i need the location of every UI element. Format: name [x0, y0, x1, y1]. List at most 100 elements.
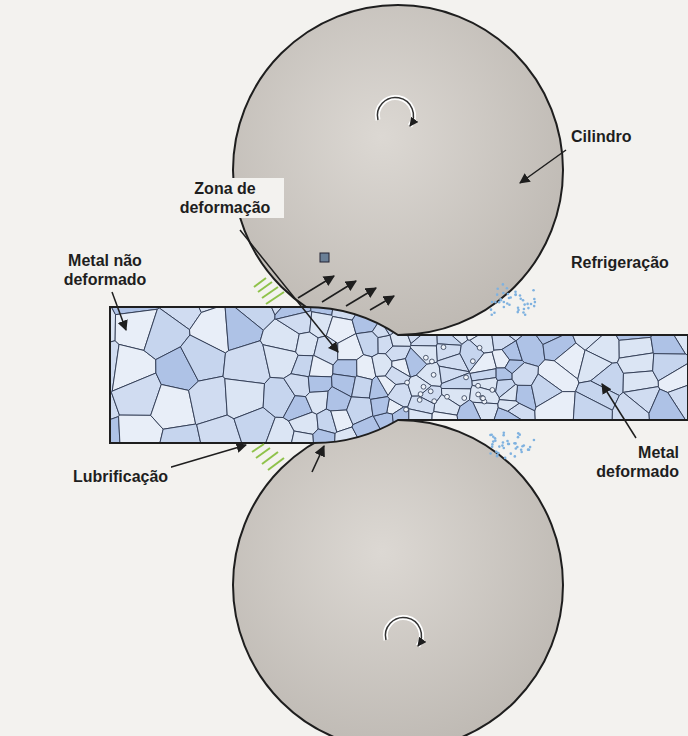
dislocation [428, 389, 433, 394]
grain [288, 431, 315, 460]
grain [276, 311, 312, 334]
dislocation [445, 394, 450, 399]
grain [651, 312, 686, 354]
grain [289, 412, 319, 434]
zone-label: Zona de deformação [166, 178, 284, 218]
spray-drop [518, 433, 521, 436]
spray-drop [519, 294, 522, 297]
spray-drop [490, 308, 493, 311]
spray-drop [514, 293, 517, 296]
grain [356, 332, 378, 357]
region-label: Metal deformado [580, 442, 682, 482]
grain [90, 290, 110, 313]
rotation-arrow [385, 617, 421, 646]
spray-drop [517, 306, 520, 309]
marker-square [320, 253, 329, 262]
grain [488, 290, 507, 333]
spray-drop [502, 431, 505, 434]
spray-drop [504, 457, 507, 460]
dislocation [417, 398, 422, 403]
spray-drop [489, 434, 492, 437]
lubrication-spray [252, 278, 284, 470]
dislocation [477, 345, 482, 350]
spray-drop [492, 440, 495, 443]
spray-drop [516, 446, 519, 449]
process-label: Lubrificação [70, 466, 171, 487]
dislocation [490, 388, 495, 393]
spray-drop [516, 311, 519, 314]
part-label: Cilindro [568, 126, 634, 147]
dislocation [404, 407, 409, 412]
spray-drop [506, 287, 509, 290]
spray-drop [491, 443, 494, 446]
dislocation [429, 359, 434, 364]
grain [388, 383, 412, 407]
spray-drop [495, 450, 498, 453]
spray-drop [499, 298, 502, 301]
spray-drop [491, 301, 494, 304]
dislocation [464, 375, 469, 380]
grain [356, 290, 384, 314]
dislocation [480, 395, 485, 400]
grain [441, 373, 473, 389]
grain [90, 417, 121, 460]
grain [344, 437, 371, 460]
spray-drop [503, 306, 506, 309]
grain [309, 355, 333, 376]
cooling-spray [489, 283, 536, 459]
grain [90, 305, 116, 347]
spray-drop [496, 454, 499, 457]
dislocation [476, 383, 481, 388]
spray-drop [502, 441, 505, 444]
grain [535, 392, 575, 460]
spray-drop [503, 301, 506, 304]
grain [409, 409, 432, 460]
grain [498, 400, 519, 411]
force-arrow [312, 446, 324, 472]
spray-drop [514, 291, 517, 294]
rotation-arrow [385, 617, 421, 646]
grain [499, 384, 517, 401]
spray-drop [522, 299, 525, 302]
spray-drop [507, 443, 510, 446]
spray-drop [529, 446, 532, 449]
grain [284, 374, 310, 397]
spray-drop [528, 448, 531, 451]
grain [352, 376, 373, 398]
spray-drop [496, 293, 499, 296]
dislocation [421, 384, 426, 389]
grain [457, 400, 488, 460]
dislocation [431, 372, 436, 377]
spray-drop [522, 311, 525, 314]
spray-drop [508, 443, 511, 446]
force-arrow [370, 296, 394, 310]
spray-drop [502, 447, 505, 450]
dislocation [441, 345, 446, 350]
leader-line [602, 384, 636, 438]
spray-drop [533, 305, 536, 308]
dislocation [405, 380, 410, 385]
spray-drop [526, 303, 529, 306]
grain [309, 290, 335, 315]
force-arrow [298, 276, 334, 298]
spray-drop [491, 445, 494, 448]
spray-drop [521, 445, 524, 448]
grain [470, 385, 500, 403]
spray-drop [510, 452, 513, 455]
leader-line [520, 150, 566, 183]
spray-drop [520, 448, 523, 451]
spray-drop [523, 303, 526, 306]
grain [371, 397, 390, 417]
leader-lines [112, 150, 636, 468]
spray-drop [490, 313, 493, 316]
grain [457, 290, 489, 340]
spray-drop [514, 455, 517, 458]
grain [505, 290, 534, 341]
grain [374, 290, 419, 321]
dislocation [432, 399, 437, 404]
spray-drop [533, 298, 536, 301]
dislocation [470, 359, 475, 364]
force-arrow [322, 281, 356, 302]
grain [392, 407, 408, 443]
spray-drop [498, 445, 501, 448]
